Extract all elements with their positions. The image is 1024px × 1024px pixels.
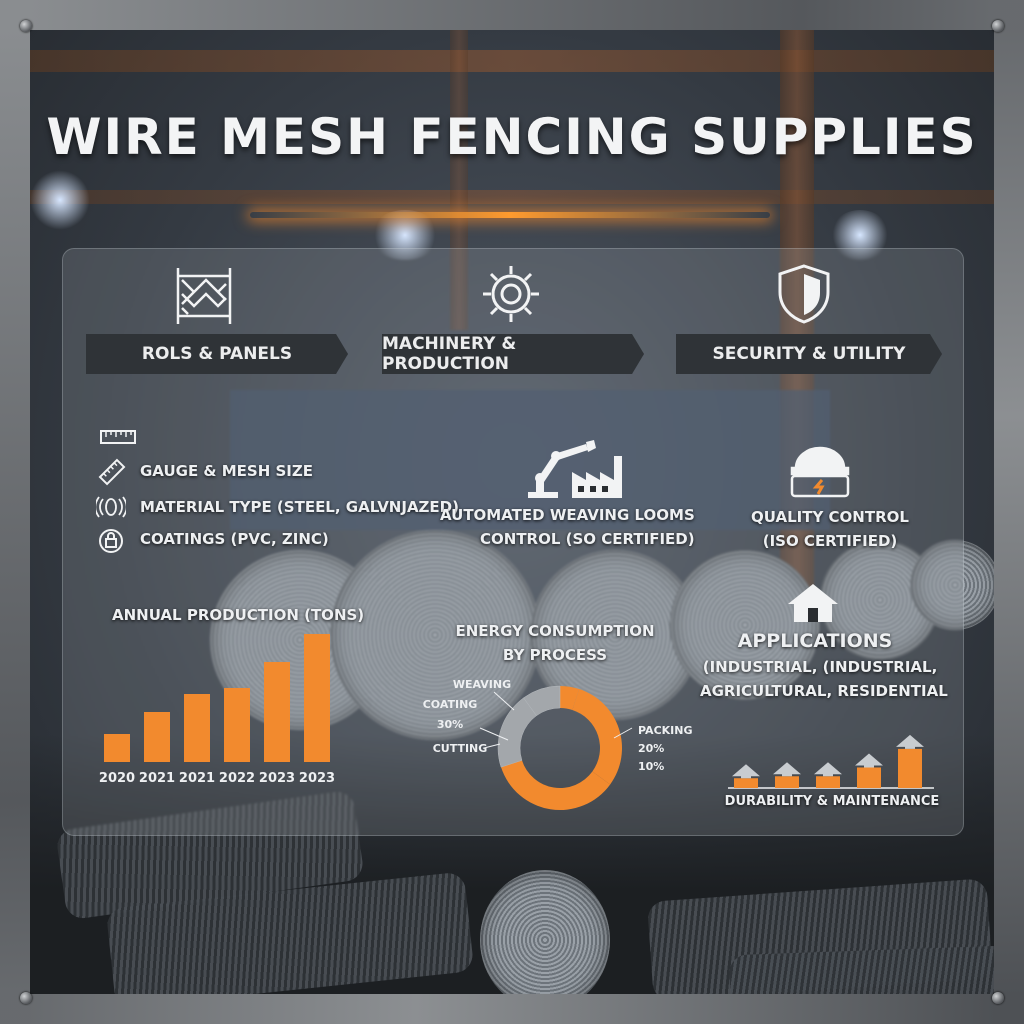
applications-line2: AGRICULTURAL, RESIDENTIAL [700,682,948,700]
durability-label: DURABILITY & MAINTENANCE [724,794,940,809]
energy-slice-label: 30% [437,718,463,731]
robot-factory-icon [528,440,622,498]
production-tick-label: 2022 [219,771,255,786]
energy-donut-chart: WEAVING COATING 30% CUTTING PACKING 20% 10% [423,678,693,810]
energy-slice-label: WEAVING [453,678,511,691]
leader-line [483,743,501,749]
shield-icon [778,264,830,324]
production-bar [184,694,210,762]
production-bar [264,662,290,762]
section-header-machinery: MACHINERY & PRODUCTION [382,334,644,374]
production-bar [224,688,250,762]
looms-label-line2: CONTROL (SO CERTIFIED) [480,530,695,548]
section-header-rolls: ROLS & PANELS [86,334,348,374]
durability-bar-chart [728,734,934,789]
rivet-icon [20,20,32,32]
durability-bar [734,778,758,788]
leader-line [613,727,633,739]
durability-bar [857,767,881,788]
ruler-icon [100,430,136,444]
energy-slice-label: COATING [423,698,478,711]
rivet-icon [20,992,32,1004]
production-tick-label: 2023 [259,771,295,786]
production-tick-label: 2023 [299,771,335,786]
energy-slice [523,685,561,716]
leader-line [479,727,509,741]
applications-title: APPLICATIONS [737,630,893,652]
wire-coil-icon [96,496,126,518]
energy-slice-label: 10% [638,760,664,773]
mesh-panel-icon [176,268,232,324]
applications-line1: (INDUSTRIAL, (INDUSTRIAL, [702,658,938,676]
rivet-icon [992,992,1004,1004]
rivet-icon [992,20,1004,32]
production-tick-label: 2020 [99,771,135,786]
up-arrow-icon [773,762,801,777]
gear-icon [483,266,539,322]
up-arrow-icon [732,764,760,779]
leader-line [493,691,515,711]
energy-chart-title-line2: BY PROCESS [502,646,608,664]
energy-slice-label: PACKING [638,724,693,737]
list-item-coatings: COATINGS (PVC, ZINC) [140,530,329,548]
page-title: WIRE MESH FENCING SUPPLIES [46,108,978,166]
production-bar [304,634,330,762]
durability-bar [816,776,840,788]
production-bar [144,712,170,762]
title-underline [250,212,770,218]
production-tick-label: 2021 [179,771,215,786]
ruler-icon [98,458,126,486]
durability-bar [898,748,922,788]
list-item-gauge: GAUGE & MESH SIZE [140,462,313,480]
energy-chart-title-line1: ENERGY CONSUMPTION [455,622,655,640]
energy-slice [572,689,622,785]
energy-slice [497,697,537,768]
list-item-material: MATERIAL TYPE (STEEL, GALVNJAZED) [140,498,459,516]
production-bar-chart: 2020 2021 2021 2022 2023 2023 [99,634,335,786]
hardhat-icon [790,446,850,498]
qc-label-line2: (ISO CERTIFIED) [762,532,898,550]
looms-label-line1: AUTOMATED WEAVING LOOMS [440,506,695,524]
energy-slice [501,760,611,810]
production-chart-title: ANNUAL PRODUCTION (TONS) [112,606,365,624]
production-bar [104,734,130,762]
up-arrow-icon [896,734,924,749]
production-tick-label: 2021 [139,771,175,786]
durability-bar [775,776,799,788]
house-icon [788,584,838,622]
lock-icon [99,529,123,553]
qc-label-line1: QUALITY CONTROL [751,508,909,526]
up-arrow-icon [855,753,883,768]
energy-slice-label: CUTTING [433,742,488,755]
energy-slice [560,686,580,710]
energy-slice-label: 20% [638,742,664,755]
section-header-security: SECURITY & UTILITY [676,334,942,374]
up-arrow-icon [814,762,842,777]
